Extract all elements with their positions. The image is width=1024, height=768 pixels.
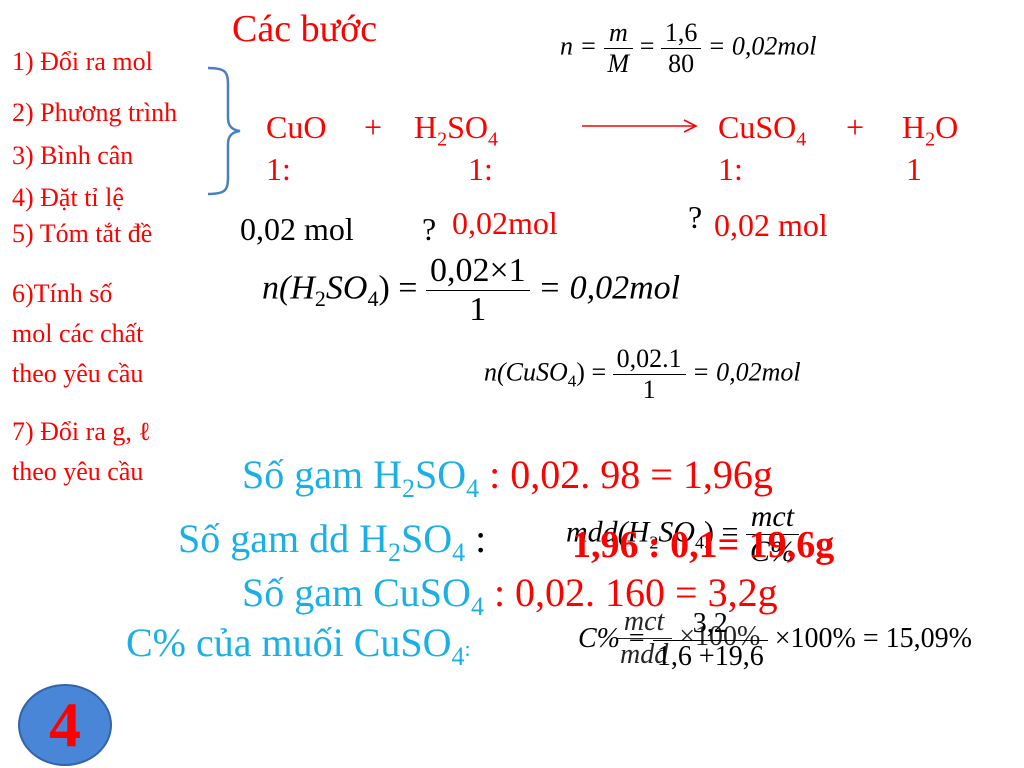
mass-h2so4-line: Số gam H2SO4 : 0,02. 98 = 1,96g (242, 452, 773, 503)
mass-solution-result: 1,96 : 0,1= 19,6g (572, 524, 835, 566)
ratio-h2so4: 1: (468, 151, 493, 187)
mol-cuo: 0,02 mol (240, 211, 354, 247)
product-cuso4: CuSO4 (718, 109, 807, 151)
slide-number: 4 (49, 689, 81, 760)
step-5: 5) Tóm tắt đề (12, 219, 153, 248)
formula-den-M: M (607, 49, 630, 78)
step-6-line-2: mol các chất (12, 319, 144, 348)
eq-h2so4-denominator: 1 (469, 291, 487, 328)
step-6-line-1: 6)Tính số (12, 279, 113, 308)
reactant-h2so4: H2SO4 (414, 109, 499, 151)
formula-lhs: n = (560, 31, 598, 61)
mass-solution-line: Số gam dd H2SO4 : (178, 516, 487, 567)
ratio-cuo: 1: (266, 151, 291, 187)
ratio-h2o: 1 (906, 151, 922, 187)
step-7-line-2: theo yêu cầu (12, 457, 144, 486)
mol-cuso4: 0,02 mol (714, 207, 828, 243)
eq-h2so4-numerator: 0,02×1 (425, 252, 530, 291)
reactant-cuo: CuO (266, 109, 327, 145)
cpct-denominator-sum: 1,6 +19,6 (656, 641, 764, 672)
concentration-line: C% của muối CuSO4: (126, 620, 471, 671)
unknown-cuso4: ? (688, 199, 703, 235)
plus-sign-1: + (364, 109, 383, 145)
general-denominator: mdd (620, 639, 669, 670)
step-7-line-1: 7) Đổi ra g, ℓ (12, 417, 151, 446)
formula-num-value: 1,6 (660, 18, 702, 49)
plus-sign-2: + (846, 109, 865, 145)
step-1: 1) Đổi ra mol (12, 47, 153, 76)
cpct-numerator: 3,2 (652, 608, 768, 641)
eq-cuso4-denominator: 1 (642, 375, 656, 404)
general-numerator: mct (616, 606, 673, 639)
mol-h2so4: 0,02mol (452, 205, 558, 241)
mct-numerator: mct (745, 500, 799, 535)
cpct-denominator: C% (749, 535, 795, 568)
step-6-line-3: theo yêu cầu (12, 359, 144, 388)
ratio-cuso4: 1: (718, 151, 743, 187)
step-4: 4) Đặt tỉ lệ (12, 183, 124, 212)
formula-den-value: 80 (668, 49, 695, 78)
slide-number-badge: 4 (18, 684, 112, 766)
reaction-arrow-icon (582, 119, 698, 133)
formula-result: = 0,02mol (707, 31, 817, 61)
formula-num-m: m (603, 18, 634, 49)
curly-brace-icon (207, 66, 241, 196)
mass-cuso4-line: Số gam CuSO4 : 0,02. 160 = 3,2g (242, 570, 778, 621)
slide-title: Các bước (232, 8, 378, 50)
unknown-h2so4: ? (422, 211, 437, 247)
step-2: 2) Phương trình (12, 98, 178, 127)
formula-equals: = (639, 31, 655, 61)
eq-cuso4-numerator: 0,02.1 (612, 344, 686, 375)
product-h2o: H2O (902, 109, 959, 151)
step-3: 3) Bình cân (12, 141, 134, 170)
